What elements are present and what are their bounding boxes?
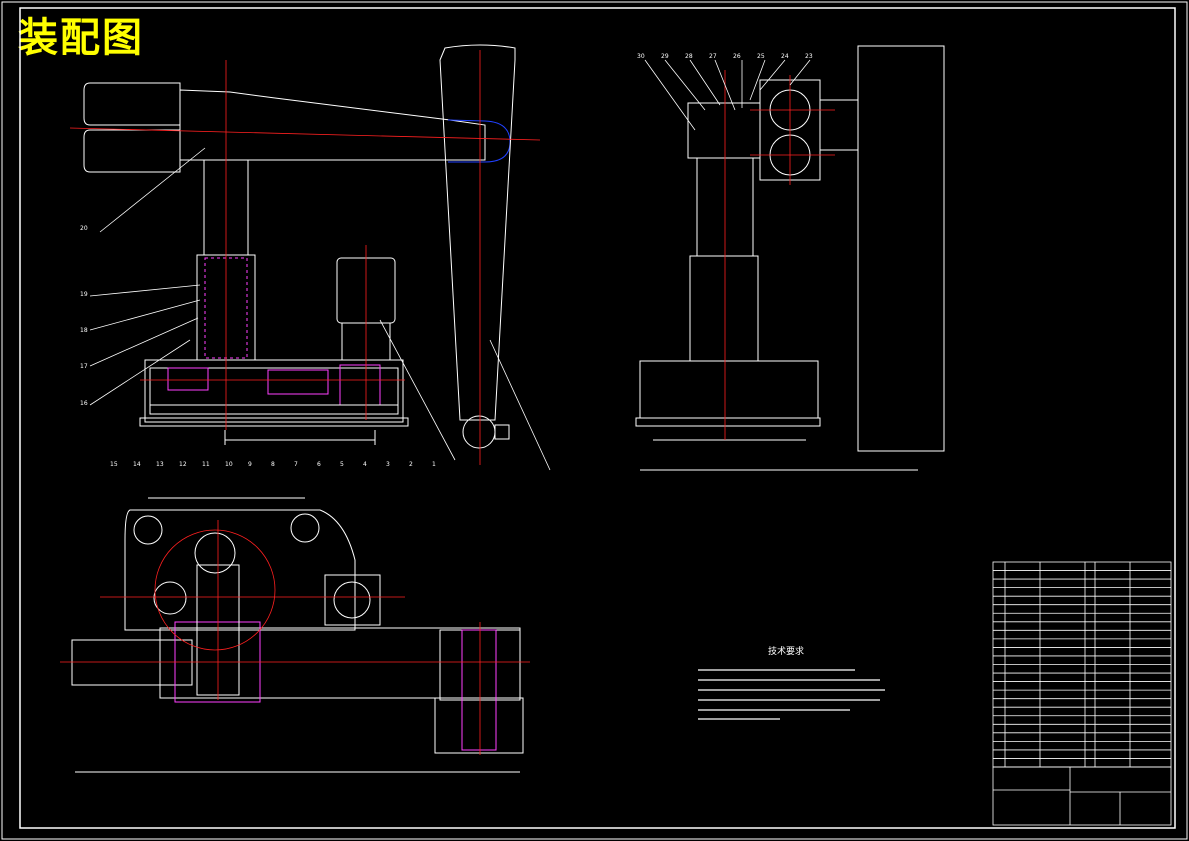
technical-notes: 技术要求: [698, 645, 885, 720]
leader: [714, 59, 736, 111]
leader: [89, 339, 191, 406]
base-hole-right: [290, 513, 320, 543]
leader: [759, 59, 786, 91]
side-base-plate: [635, 417, 821, 427]
gear-small-circle: [153, 581, 187, 615]
side-connector: [819, 99, 859, 151]
leader: [99, 147, 206, 233]
leader: [689, 59, 721, 106]
side-view-callout: 25: [757, 53, 765, 60]
side-view-leaders: [644, 59, 811, 131]
front-view-callout: 4: [363, 461, 367, 468]
arm-tip-hidden: [447, 119, 511, 163]
base-housing: [144, 359, 404, 423]
side-view-centerlines: [724, 70, 835, 440]
arm-centerline: [69, 127, 541, 141]
left-view-callout: 19: [80, 291, 88, 298]
notes-lines: [698, 669, 885, 720]
leader: [644, 59, 696, 131]
leader: [89, 284, 201, 297]
top-view-centerlines: [60, 520, 530, 755]
leader: [664, 59, 706, 111]
side-view-callout: 27: [709, 53, 717, 60]
front-view-callout: 14: [133, 461, 141, 468]
side-view-callout: 24: [781, 53, 789, 60]
bom-rows: [993, 570, 1171, 759]
motor-top: [324, 574, 381, 626]
side-view-callout: 23: [805, 53, 813, 60]
leader: [379, 319, 456, 461]
leader: [749, 59, 766, 101]
leader: [89, 299, 201, 331]
bill-of-materials: [992, 561, 1172, 826]
front-view-callout: 11: [202, 461, 210, 468]
lever-pivot: [462, 415, 496, 449]
inner-border: [19, 7, 1176, 829]
front-view-callout: 13: [156, 461, 164, 468]
front-view-callout: 10: [225, 461, 233, 468]
bearing-right: [339, 364, 381, 406]
front-view-callout: 8: [271, 461, 275, 468]
gear-pitch-circle: [154, 529, 276, 651]
front-view-callout: 3: [386, 461, 390, 468]
left-view-callout: 18: [80, 327, 88, 334]
motor-top-circle: [333, 581, 371, 619]
pivot-knob: [494, 424, 510, 440]
front-view-callout: 15: [110, 461, 118, 468]
wrist-housing: [687, 102, 761, 159]
base-hole-left: [133, 515, 163, 545]
gripper-finger-lower: [83, 129, 181, 173]
leader: [489, 339, 551, 471]
leader: [89, 317, 199, 367]
end-shaft-hatch: [461, 629, 497, 751]
side-view-callout: 30: [637, 53, 645, 60]
front-view-callout: 7: [294, 461, 298, 468]
notes-heading: 技术要求: [768, 645, 804, 657]
bearing-left: [167, 367, 209, 391]
front-view-callout: 6: [317, 461, 321, 468]
side-view-callout: 26: [733, 53, 741, 60]
front-view-callout: 5: [340, 461, 344, 468]
top-view: [71, 497, 524, 773]
side-view-callout: 28: [685, 53, 693, 60]
base-top-outline: [124, 509, 356, 631]
lever-arm: [439, 44, 516, 421]
arm-top-left: [71, 639, 193, 686]
side-base: [639, 360, 819, 419]
leader: [789, 59, 811, 86]
left-view-callout: 20: [80, 225, 88, 232]
base-plate: [139, 417, 409, 427]
arm-top-body: [159, 627, 521, 699]
left-view-callout: 17: [80, 363, 88, 370]
drawing-title: 装配图: [18, 15, 144, 61]
gripper-finger-upper: [83, 82, 181, 126]
front-view-callout: 9: [248, 461, 252, 468]
base-inner: [149, 367, 399, 415]
front-view-callout: 12: [179, 461, 187, 468]
gear-mid: [267, 369, 329, 395]
left-view-callout: 16: [80, 400, 88, 407]
end-block-lower: [434, 697, 524, 754]
side-lever: [857, 45, 945, 452]
title-block: [992, 766, 1172, 826]
side-column-lower: [689, 255, 759, 362]
front-view: [83, 44, 516, 449]
front-view-callout: 1: [432, 461, 436, 468]
front-view-centerlines: [69, 50, 541, 465]
front-view-callout: 2: [409, 461, 413, 468]
front-view-leaders: [89, 147, 551, 471]
column-top-circle: [194, 532, 236, 574]
side-view-callout: 29: [661, 53, 669, 60]
